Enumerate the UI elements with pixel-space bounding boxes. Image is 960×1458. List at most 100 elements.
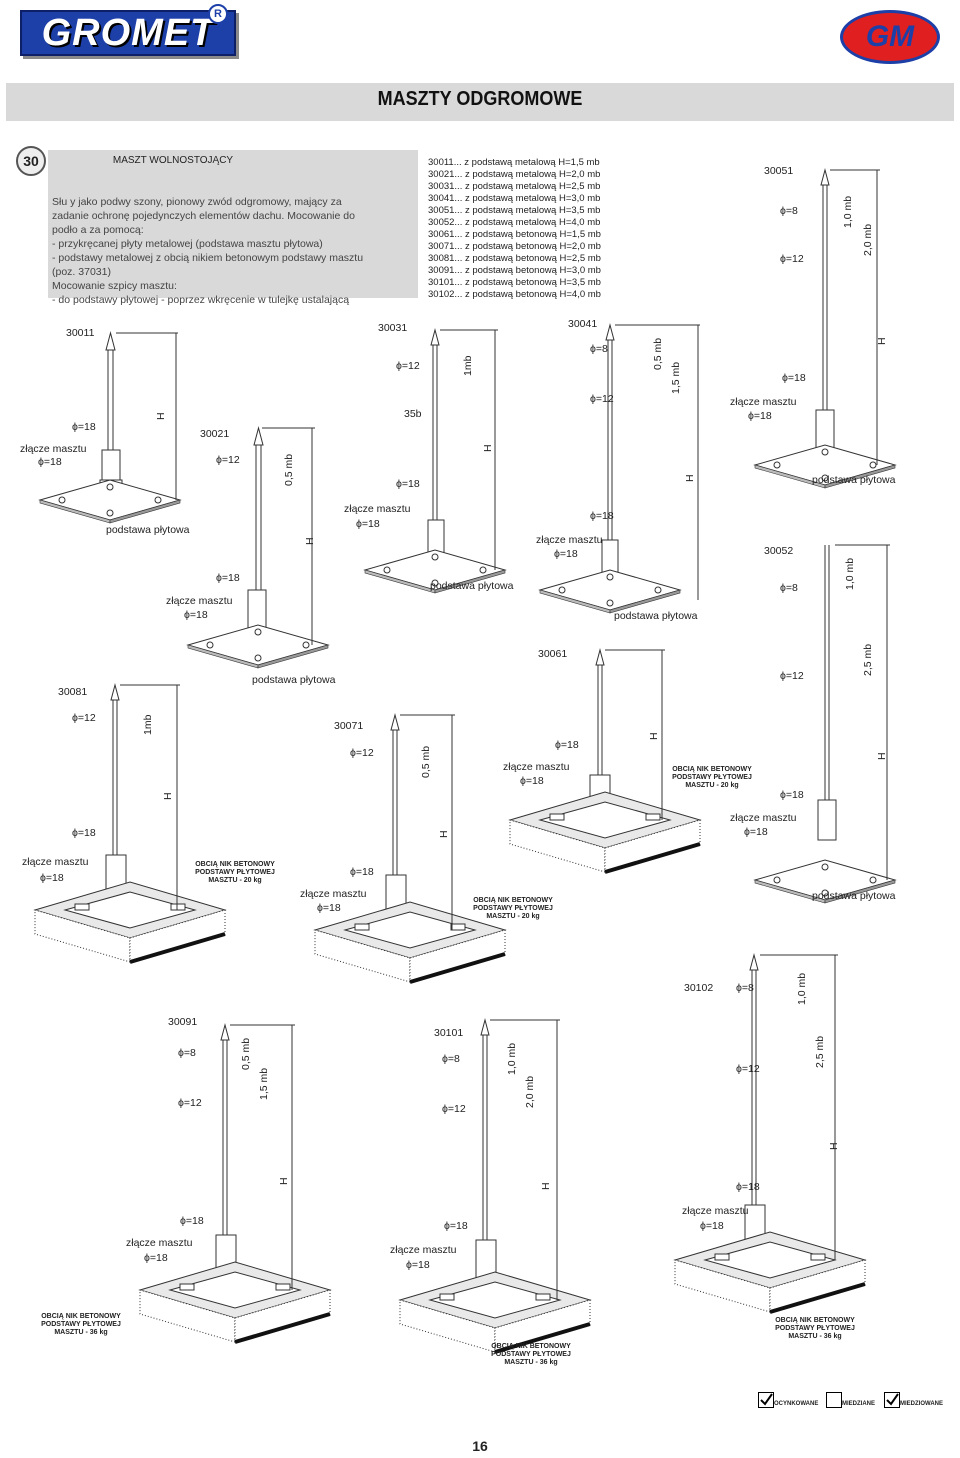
title-band [6, 83, 954, 121]
diameter-label: ϕ=18 [40, 872, 64, 884]
joint-label: złącze masztu [166, 595, 233, 607]
code-line: 30071... z podstawą betonową H=2,0 mb [428, 241, 601, 252]
checkmark-icon [886, 1393, 899, 1406]
diameter-label: ϕ=18 [590, 510, 614, 522]
diameter-label: ϕ=8 [178, 1047, 196, 1059]
length-dimension: 1mb [462, 355, 474, 376]
code-line: 30051... z podstawą metalową H=3,5 mb [428, 205, 601, 216]
diameter-label: ϕ=8 [736, 982, 754, 994]
description-line: podło a za pomocą: [52, 224, 144, 236]
diameter-label: ϕ=18 [350, 866, 374, 878]
height-dimension: H [162, 792, 174, 800]
length-dimension: 1,5 mb [258, 1067, 270, 1100]
diameter-label: ϕ=8 [780, 582, 798, 594]
diameter-label: ϕ=8 [442, 1053, 460, 1065]
height-dimension: H [684, 474, 696, 482]
galvanized-checkbox [758, 1392, 774, 1408]
product-code-30102: 30102 [684, 982, 714, 994]
diameter-label: ϕ=18 [748, 410, 772, 422]
section-title: MASZT WOLNOSTOJĄCY [112, 155, 234, 166]
copper-checkbox [826, 1392, 842, 1408]
product-code-30071: 30071 [334, 720, 364, 732]
diameter-label: ϕ=18 [216, 572, 240, 584]
base-label: podstawa płytowa [614, 610, 698, 622]
diameter-label: ϕ=12 [590, 393, 614, 405]
joint-label: złącze masztu [344, 503, 411, 515]
base-label: podstawa płytowa [812, 474, 896, 486]
joint-label: złącze masztu [536, 534, 603, 546]
length-dimension: 1,0 mb [844, 557, 856, 590]
diameter-label: ϕ=18 [744, 826, 768, 838]
code-line: 30101... z podstawą betonową H=3,5 mb [428, 277, 601, 288]
diameter-label: ϕ=18 [72, 827, 96, 839]
joint-label: złącze masztu [503, 761, 570, 773]
diameter-label: ϕ=18 [406, 1259, 430, 1271]
base-label: podstawa płytowa [812, 890, 896, 902]
product-code-30101: 30101 [434, 1027, 464, 1039]
diameter-label: ϕ=18 [38, 456, 62, 468]
page-number: 16 [472, 1438, 488, 1454]
base-label: podstawa płytowa [430, 580, 514, 592]
height-dimension: H [828, 1142, 840, 1150]
checkmark-icon [760, 1393, 773, 1406]
description-line: - do podstawy płytowej - poprzez wkręcen… [52, 294, 350, 306]
product-code-30052: 30052 [764, 545, 794, 557]
length-dimension: 1,0 mb [796, 972, 808, 1005]
diameter-label: ϕ=12 [350, 747, 374, 759]
length-dimension: 1,5 mb [670, 361, 682, 394]
height-dimension: H [482, 444, 494, 452]
height-dimension: H [278, 1177, 290, 1185]
length-dimension: 0,5 mb [283, 453, 295, 486]
gm-logo: GM [840, 10, 940, 64]
joint-label: złącze masztu [20, 443, 87, 455]
code-line: 30021... z podstawą metalową H=2,0 mb [428, 169, 601, 180]
length-dimension: 0,5 mb [652, 337, 664, 370]
code-line: 30081... z podstawą betonową H=2,5 mb [428, 253, 601, 264]
diameter-label: ϕ=12 [736, 1063, 760, 1075]
diameter-label: ϕ=18 [444, 1220, 468, 1232]
joint-label: złącze masztu [390, 1244, 457, 1256]
diameter-label: ϕ=12 [178, 1097, 202, 1109]
legend-copper: MIEDZIANE [842, 1401, 875, 1407]
diameter-label: ϕ=12 [72, 712, 96, 724]
diameter-label: ϕ=18 [72, 421, 96, 433]
drawing-lines [33, 168, 896, 1354]
product-code-30091: 30091 [168, 1016, 198, 1028]
diameter-label: ϕ=12 [780, 253, 804, 265]
product-code-30051: 30051 [764, 165, 794, 177]
length-dimension: 2,5 mb [814, 1035, 826, 1068]
diameter-label: ϕ=18 [356, 518, 380, 530]
code-line: 30102... z podstawą betonową H=4,0 mb [428, 289, 601, 300]
diameter-label: ϕ=12 [780, 670, 804, 682]
taper-label: 35b [404, 408, 422, 420]
code-line: 30041... z podstawą metalową H=3,0 mb [428, 193, 601, 204]
diameter-label: ϕ=18 [554, 548, 578, 560]
joint-label: złącze masztu [730, 812, 797, 824]
diameter-label: ϕ=18 [180, 1215, 204, 1227]
description-line: Słu y jako podwy szony, pionowy zwód odg… [52, 196, 342, 208]
length-dimension: 1mb [142, 714, 154, 735]
diameter-label: ϕ=18 [736, 1181, 760, 1193]
height-dimension: H [155, 412, 167, 420]
description-line: - podstawy metalowej z obcią nikiem beto… [52, 252, 364, 264]
length-dimension: 0,5 mb [240, 1037, 252, 1070]
diameter-label: ϕ=18 [555, 739, 579, 751]
diameter-label: ϕ=8 [780, 205, 798, 217]
height-dimension: H [304, 537, 316, 545]
diameter-label: ϕ=12 [442, 1103, 466, 1115]
joint-label: złącze masztu [730, 396, 797, 408]
code-line: 30052... z podstawą metalową H=4,0 mb [428, 217, 601, 228]
height-dimension: H [540, 1182, 552, 1190]
code-line: 30091... z podstawą betonową H=3,0 mb [428, 265, 601, 276]
product-code-30021: 30021 [200, 428, 230, 440]
joint-label: złącze masztu [22, 856, 89, 868]
code-line: 30011... z podstawą metalową H=1,5 mb [428, 157, 600, 168]
base-label: podstawa płytowa [106, 524, 190, 536]
height-dimension: H [876, 752, 888, 760]
diameter-label: ϕ=12 [396, 360, 420, 372]
length-dimension: 2,5 mb [862, 643, 874, 676]
